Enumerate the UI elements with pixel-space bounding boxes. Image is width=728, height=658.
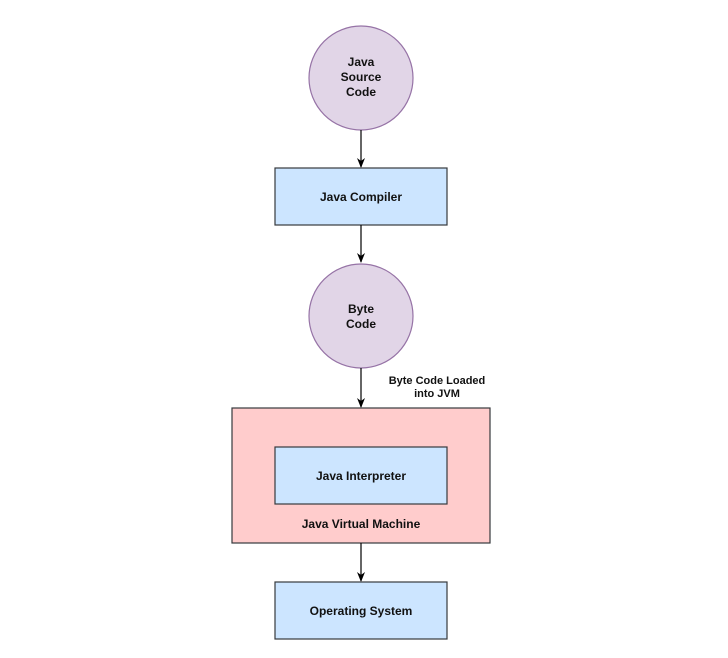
operating-system-box	[274, 581, 448, 640]
node-byte-code: Byte Code	[308, 263, 414, 369]
java-source-line-1: Java	[348, 55, 375, 69]
java-interpreter-box	[274, 446, 448, 505]
java-compiler-box	[274, 167, 448, 226]
edge-label-line-1: Byte Code Loaded	[389, 375, 486, 387]
node-operating-system: Operating System	[274, 581, 448, 640]
node-java-source-code: Java Source Code	[308, 25, 414, 131]
node-java-compiler: Java Compiler	[274, 167, 448, 226]
java-compiler-label: Java Compiler	[320, 190, 402, 204]
java-interpreter-label: Java Interpreter	[316, 469, 406, 483]
byte-code-line-2: Code	[346, 317, 376, 331]
edge-label-line-2: into JVM	[414, 388, 460, 400]
jvm-label: Java Virtual Machine	[302, 517, 421, 531]
byte-code-circle	[308, 263, 414, 369]
java-source-line-2: Source	[341, 70, 382, 84]
edge-label-bytecode-loaded: Byte Code Loaded into JVM	[389, 375, 486, 400]
operating-system-label: Operating System	[310, 604, 413, 618]
java-source-line-3: Code	[346, 85, 376, 99]
node-java-virtual-machine: Java Interpreter Java Virtual Machine	[231, 407, 491, 544]
byte-code-line-1: Byte	[348, 302, 374, 316]
node-java-interpreter: Java Interpreter	[274, 446, 448, 505]
